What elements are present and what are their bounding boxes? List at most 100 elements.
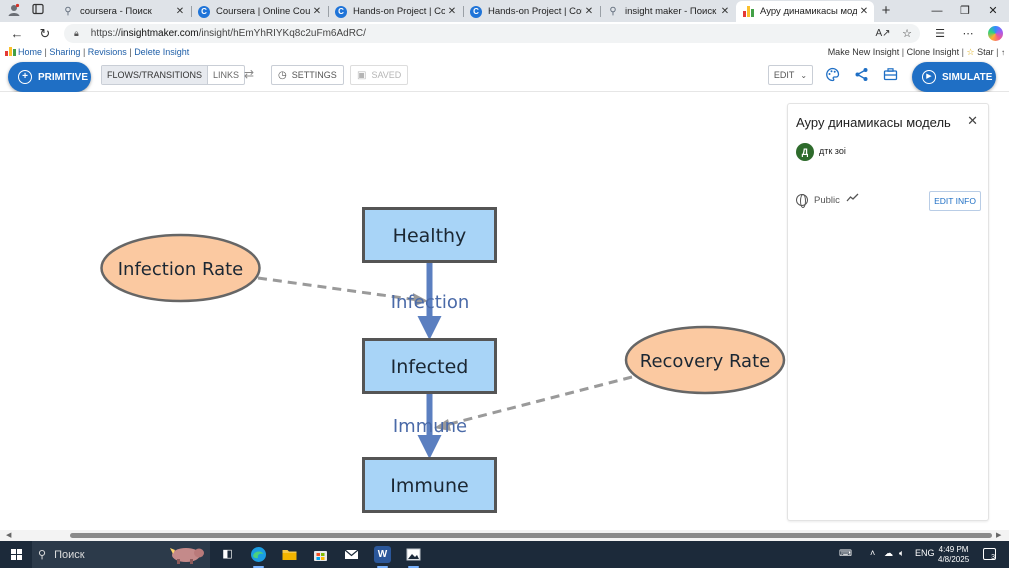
link-infection-rate[interactable] bbox=[257, 276, 428, 306]
favorites-icon[interactable]: ☰ bbox=[935, 28, 945, 40]
simulate-button[interactable]: ▶ SIMULATE bbox=[912, 62, 996, 92]
system-clock[interactable]: 4:49 PM 4/8/2025 bbox=[938, 545, 969, 565]
edit-label: EDIT bbox=[773, 70, 795, 80]
variable-recovery-rate-label: Recovery Rate bbox=[640, 351, 770, 372]
avatar[interactable]: Д bbox=[796, 143, 814, 161]
links-trail: | bbox=[996, 47, 999, 57]
cloud-icon[interactable]: ☁ bbox=[884, 548, 893, 558]
coursera-icon: C bbox=[198, 5, 210, 18]
microsoft-store-icon[interactable] bbox=[312, 546, 329, 563]
new-tab-icon[interactable]: + bbox=[881, 2, 891, 19]
toolbox-icon[interactable] bbox=[882, 67, 898, 83]
close-tab-icon[interactable]: ✕ bbox=[720, 6, 730, 17]
task-view-icon[interactable]: ◧ bbox=[222, 548, 233, 560]
flow-immune-label: Immune bbox=[393, 416, 467, 437]
stock-immune[interactable]: Immune bbox=[362, 457, 497, 513]
delete-insight-link[interactable]: Delete Insight bbox=[134, 47, 190, 57]
variable-recovery-rate[interactable]: Recovery Rate bbox=[624, 325, 786, 395]
browser-tab[interactable]: ⚲ insight maker - Поиск ✕ bbox=[601, 1, 735, 22]
make-new-insight-link[interactable]: Make New Insight bbox=[827, 47, 900, 57]
close-tab-icon[interactable]: ✕ bbox=[312, 6, 322, 17]
keyboard-tray-icon[interactable]: ⌨ bbox=[839, 548, 852, 558]
restore-icon[interactable]: ❐ bbox=[960, 5, 970, 17]
clock-icon: ◷ bbox=[278, 69, 287, 81]
search-icon: ⚲ bbox=[609, 6, 617, 17]
edit-info-button[interactable]: EDIT INFO bbox=[929, 191, 981, 211]
home-link[interactable]: Home bbox=[18, 47, 43, 57]
insightmaker-logo-icon bbox=[5, 47, 16, 56]
author-name[interactable]: дтк зоі bbox=[819, 146, 846, 156]
chevron-up-icon[interactable]: ˄ bbox=[870, 548, 876, 558]
stock-healthy[interactable]: Healthy bbox=[362, 207, 497, 263]
more-menu-icon[interactable]: ⋯ bbox=[962, 28, 974, 40]
favorite-star-icon[interactable]: ☆ bbox=[902, 28, 912, 40]
language-indicator[interactable]: ENG bbox=[915, 548, 935, 558]
scroll-right-icon[interactable]: ▶ bbox=[996, 532, 1002, 539]
close-tab-icon[interactable]: ✕ bbox=[584, 6, 594, 17]
close-tab-icon[interactable]: ✕ bbox=[859, 6, 869, 17]
saved-label: SAVED bbox=[371, 70, 402, 80]
close-window-icon[interactable]: ✕ bbox=[988, 5, 998, 17]
minimize-icon[interactable]: — bbox=[931, 5, 943, 17]
flows-transitions-button[interactable]: FLOWS/TRANSITIONS bbox=[102, 66, 209, 84]
scroll-left-icon[interactable]: ◀ bbox=[6, 532, 12, 539]
file-explorer-icon[interactable] bbox=[281, 546, 298, 563]
clock-date: 4/8/2025 bbox=[938, 555, 970, 564]
palette-icon[interactable] bbox=[824, 67, 840, 83]
browser-tab[interactable]: C Coursera | Online Courses Fr ✕ bbox=[192, 1, 327, 22]
link-recovery-rate[interactable] bbox=[434, 375, 633, 431]
visibility-label: Public bbox=[814, 195, 840, 206]
share-icon[interactable] bbox=[853, 67, 869, 83]
tab-actions-icon[interactable] bbox=[30, 3, 46, 19]
chevron-down-icon: ⌄ bbox=[800, 70, 808, 80]
variable-infection-rate[interactable]: Infection Rate bbox=[100, 233, 261, 303]
address-bar[interactable]: 🔒︎ https://insightmaker.com/insight/hEmY… bbox=[64, 24, 920, 43]
settings-label: SETTINGS bbox=[291, 70, 337, 80]
add-primitive-button[interactable]: + PRIMITIVE bbox=[8, 62, 91, 92]
browser-tab[interactable]: C Hands-on Project | Coursera ✕ bbox=[464, 1, 599, 22]
edit-dropdown[interactable]: EDIT ⌄ bbox=[768, 65, 813, 85]
revisions-link[interactable]: Revisions bbox=[87, 47, 127, 57]
close-tab-icon[interactable]: ✕ bbox=[447, 6, 457, 17]
simulate-label: SIMULATE bbox=[942, 71, 993, 83]
insight-title: Ауру динамикасы модель bbox=[796, 115, 951, 130]
browser-tab[interactable]: ⚲ coursera - Поиск ✕ bbox=[56, 1, 190, 22]
read-aloud-icon[interactable]: A↗ bbox=[875, 28, 891, 39]
tab-title: insight maker - Поиск bbox=[625, 6, 717, 17]
tab-title: Hands-on Project | Coursera bbox=[488, 6, 582, 17]
sharing-link[interactable]: Sharing bbox=[49, 47, 81, 57]
close-tab-icon[interactable]: ✕ bbox=[175, 6, 185, 17]
close-icon[interactable]: ✕ bbox=[967, 113, 978, 128]
saved-button[interactable]: ▣ SAVED bbox=[350, 65, 409, 85]
windows-taskbar: ⚲ Поиск ◧ W ⌨ ˄ ☁ 🔈︎ ENG 4:49 PM 4/8/202… bbox=[0, 541, 1009, 568]
copilot-icon[interactable] bbox=[988, 26, 1003, 41]
photos-icon[interactable] bbox=[405, 546, 422, 568]
back-icon[interactable]: ← bbox=[10, 26, 24, 41]
links-button[interactable]: LINKS bbox=[213, 70, 240, 80]
star-link[interactable]: Star bbox=[977, 47, 994, 57]
settings-button[interactable]: ◷ SETTINGS bbox=[271, 65, 344, 85]
taskbar-search-placeholder: Поиск bbox=[54, 548, 85, 561]
model-diagram: Healthy Infected Immune Infection Immune… bbox=[100, 207, 786, 513]
coursera-icon: C bbox=[470, 5, 482, 18]
scrollbar-thumb[interactable] bbox=[70, 533, 992, 538]
browser-tab-active[interactable]: Ауру динамикасы модель | ✕ bbox=[736, 1, 874, 22]
volume-icon[interactable]: 🔈︎ bbox=[899, 548, 905, 558]
url-path: /insight/hEmYhRIYKq8c2uFm6AdRC/ bbox=[198, 28, 366, 39]
stock-infected[interactable]: Infected bbox=[362, 338, 497, 394]
insight-links-row: Home | Sharing | Revisions | Delete Insi… bbox=[0, 45, 1009, 59]
edge-browser-icon[interactable] bbox=[250, 546, 267, 568]
reload-icon[interactable]: ↻ bbox=[39, 26, 51, 41]
mail-icon[interactable] bbox=[343, 546, 360, 563]
word-icon[interactable]: W bbox=[374, 546, 391, 568]
site-info-icon[interactable]: 🔒︎ bbox=[74, 28, 79, 38]
profile-icon[interactable] bbox=[6, 3, 22, 19]
trending-icon bbox=[846, 193, 859, 205]
swap-icon[interactable]: ⇄ bbox=[244, 67, 255, 81]
horizontal-scrollbar[interactable]: ◀ ▶ bbox=[0, 530, 1009, 541]
clone-insight-link[interactable]: Clone Insight bbox=[906, 47, 960, 57]
notifications-icon[interactable]: 3 bbox=[983, 548, 996, 561]
windows-start-icon[interactable] bbox=[11, 549, 22, 560]
stock-infected-label: Infected bbox=[391, 356, 469, 378]
browser-tab[interactable]: C Hands-on Project | Coursera ✕ bbox=[329, 1, 462, 22]
